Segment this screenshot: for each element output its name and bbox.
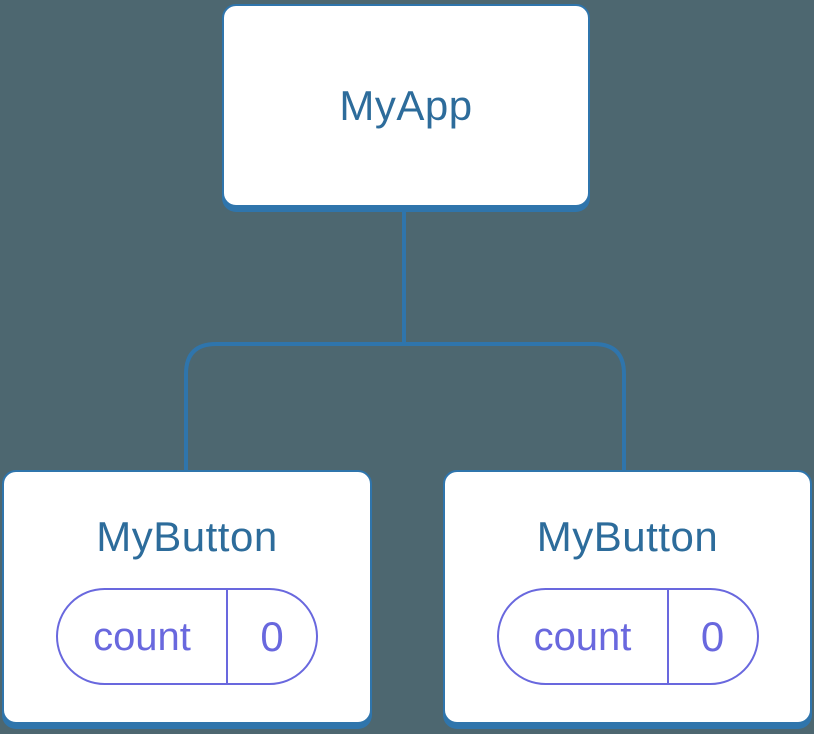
state-pill-right: count 0 [496,588,759,685]
node-mybutton-left: MyButton count 0 [2,470,372,724]
node-myapp-label: MyApp [339,81,473,129]
node-mybutton-right: MyButton count 0 [443,470,812,724]
node-myapp: MyApp [222,4,590,207]
state-value: 0 [700,612,725,660]
state-pill-left: count 0 [56,588,318,685]
state-key-label: count [499,590,669,683]
node-mybutton-left-label: MyButton [96,513,278,560]
connector-bracket [184,342,626,472]
node-mybutton-right-label: MyButton [536,513,719,560]
state-key-label: count [58,590,228,683]
state-value: 0 [260,612,284,660]
